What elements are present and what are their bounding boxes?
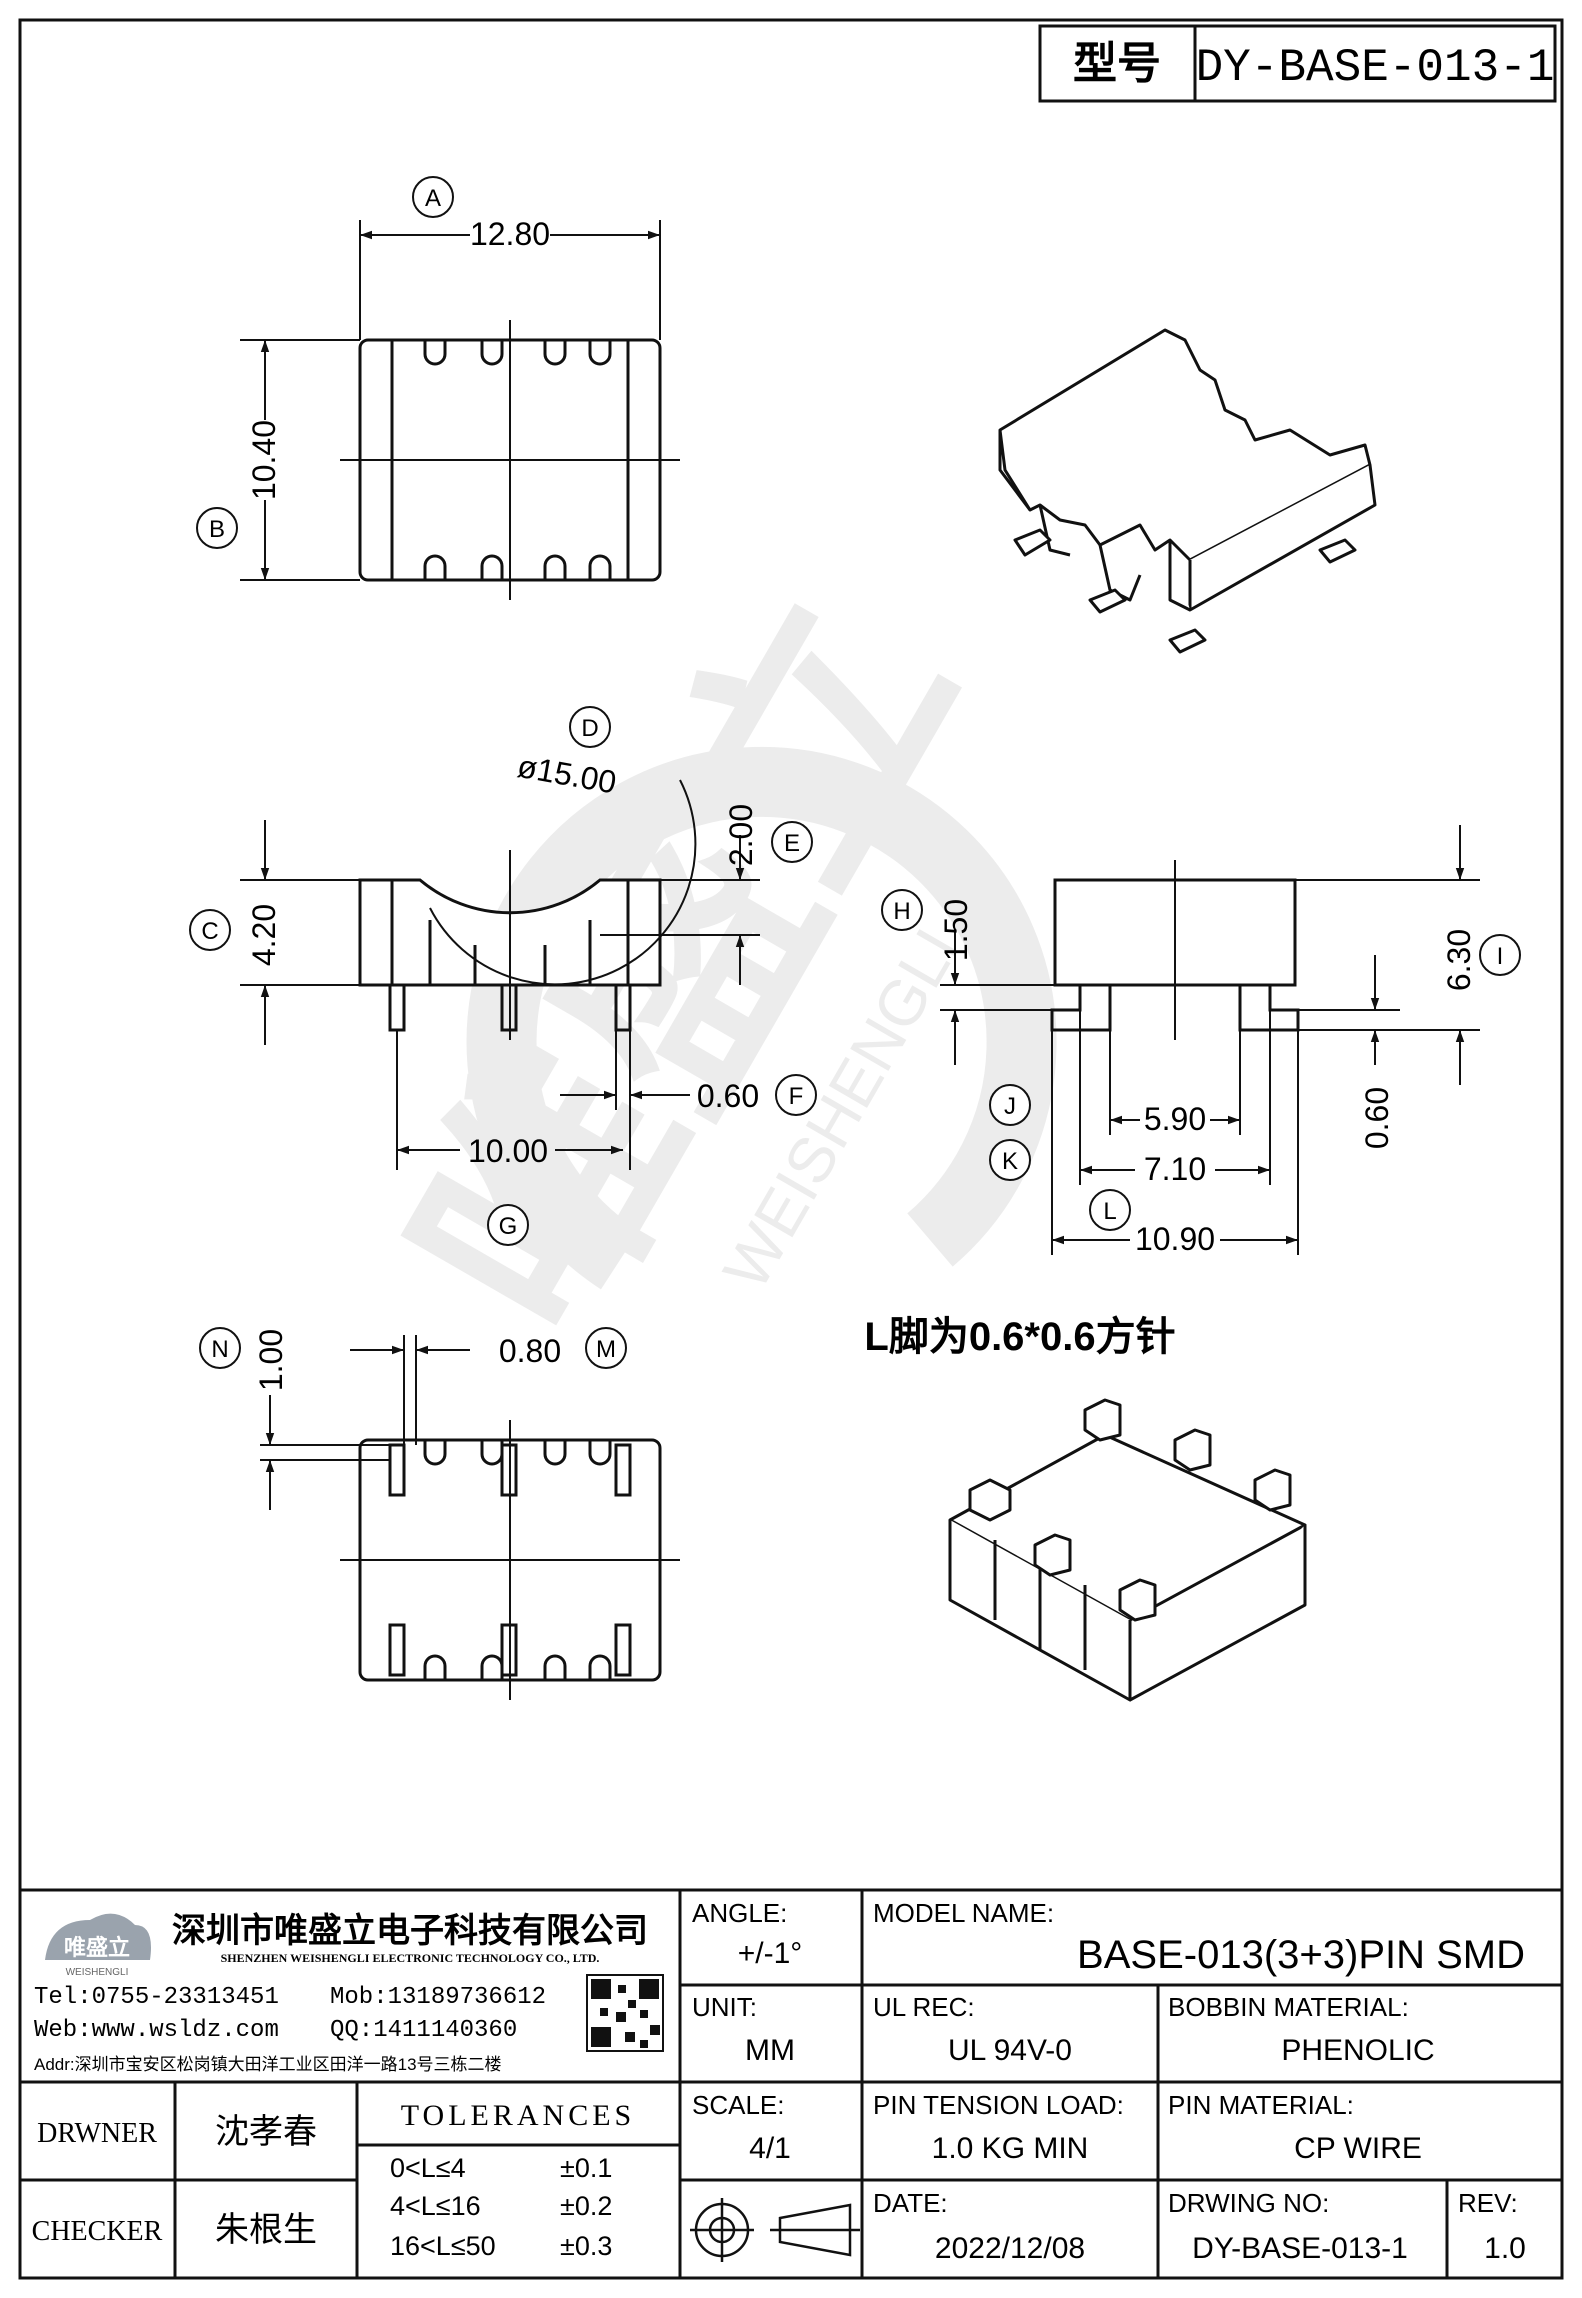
tension-label: PIN TENSION LOAD: [873,2090,1124,2120]
callout-A: A [425,185,441,212]
dim-J-value: 5.90 [1144,1101,1206,1137]
callouts [189,176,1521,1369]
callout-D: D [581,715,598,742]
drawer-label: DRWNER [37,2118,157,2149]
callout-F: F [789,1083,804,1110]
callout-C: C [201,918,218,945]
svg-text:WEISHENGLI: WEISHENGLI [66,1967,129,1978]
type-label: 型号 [1073,39,1161,88]
dim-I-value: 6.30 [1441,929,1477,991]
company-logo: 唯盛立 WEISHENGLI [45,1913,151,1978]
callout-G: G [499,1213,518,1240]
dim-L-value: 10.90 [1135,1221,1215,1257]
iso-view-top [998,328,1377,654]
front-view [240,779,760,1170]
angle-value: +/-1° [738,1937,803,1970]
part-number: DY-BASE-013-1 [1196,42,1555,94]
callout-E: E [784,830,800,857]
callout-B: B [209,516,225,543]
dim-M-value: 0.80 [499,1333,561,1369]
bottom-view [260,1335,680,1700]
company-name-cn: 深圳市唯盛立电子科技有限公司 [172,1911,648,1950]
unit-value: MM [745,2034,795,2067]
company-name-en: SHENZHEN WEISHENGLI ELECTRONIC TECHNOLOG… [221,1951,600,1965]
type-box: 型号 DY-BASE-013-1 [1038,24,1557,103]
callout-M: M [596,1336,616,1363]
iso-view-bottom [948,1398,1307,1702]
ul-label: UL REC: [873,1992,975,2022]
scale-label: SCALE: [692,2090,785,2120]
qr-code [586,1974,664,2052]
scale-value: 4/1 [749,2132,791,2165]
model-value: BASE-013(3+3)PIN SMD [1077,1933,1525,1977]
bobbin-label: BOBBIN MATERIAL: [1168,1992,1409,2022]
dim-N-value: 1.00 [253,1329,289,1391]
company-addr: Addr:深圳市宝安区松岗镇大田洋工业区田洋一路13号三栋二楼 [34,2055,502,2074]
tol-range-3: 16<L≤50 [390,2231,496,2261]
tol-value-2: ±0.2 [560,2191,612,2221]
dim-K-value: 7.10 [1144,1151,1206,1187]
checker-label: CHECKER [32,2216,163,2247]
dim-F-value: 0.60 [697,1078,759,1114]
checker-name: 朱根生 [215,2211,317,2249]
tol-range-1: 0<L≤4 [390,2153,466,2183]
drawing-no-label: DRWING NO: [1168,2188,1329,2218]
rev-label: REV: [1458,2188,1518,2218]
callout-L: L [1103,1198,1116,1225]
dim-G-value: 10.00 [468,1133,548,1169]
dim-pin-height-value: 0.60 [1359,1087,1395,1149]
pin-material-value: CP WIRE [1294,2132,1422,2165]
svg-text:唯盛立: 唯盛立 [64,1935,130,1960]
dim-A-value: 12.80 [470,216,550,252]
pin-material-label: PIN MATERIAL: [1168,2090,1354,2120]
title-block [20,1888,1562,2278]
tol-range-2: 4<L≤16 [390,2191,481,2221]
dim-H-value: 1.50 [938,899,974,961]
unit-label: UNIT: [692,1992,757,2022]
tol-value-1: ±0.1 [560,2153,612,2183]
callout-J: J [1004,1093,1016,1120]
rev-value: 1.0 [1484,2232,1526,2265]
callout-I: I [1497,943,1504,970]
side-view [940,825,1480,1255]
company-mob: Mob:13189736612 [330,1984,546,2011]
drawing-no-value: DY-BASE-013-1 [1192,2232,1408,2265]
callout-H: H [893,898,910,925]
dim-E-value: 2.00 [723,804,759,866]
dim-B-value: 10.40 [246,420,282,500]
top-view [240,220,680,600]
drawer-name: 沈孝春 [215,2113,317,2151]
callout-K: K [1002,1148,1018,1175]
ul-value: UL 94V-0 [948,2034,1072,2067]
company-tel: Tel:0755-23313451 [34,1984,279,2011]
dim-D-value: ø15.00 [515,748,619,801]
company-qq: QQ:1411140360 [330,2017,517,2044]
date-value: 2022/12/08 [935,2232,1085,2265]
angle-label: ANGLE: [692,1898,787,1928]
pin-note: L脚为0.6*0.6方针 [864,1315,1175,1359]
bobbin-value: PHENOLIC [1281,2034,1434,2067]
company-web: Web:www.wsldz.com [34,2017,279,2044]
projection-symbol [690,2198,860,2262]
tolerances-title: TOLERANCES [401,2099,635,2132]
tension-value: 1.0 KG MIN [932,2132,1089,2165]
dim-C-value: 4.20 [246,904,282,966]
tol-value-3: ±0.3 [560,2231,612,2261]
callout-N: N [211,1336,228,1363]
drawing-frame [18,18,1564,2280]
model-label: MODEL NAME: [873,1898,1054,1928]
date-label: DATE: [873,2188,948,2218]
